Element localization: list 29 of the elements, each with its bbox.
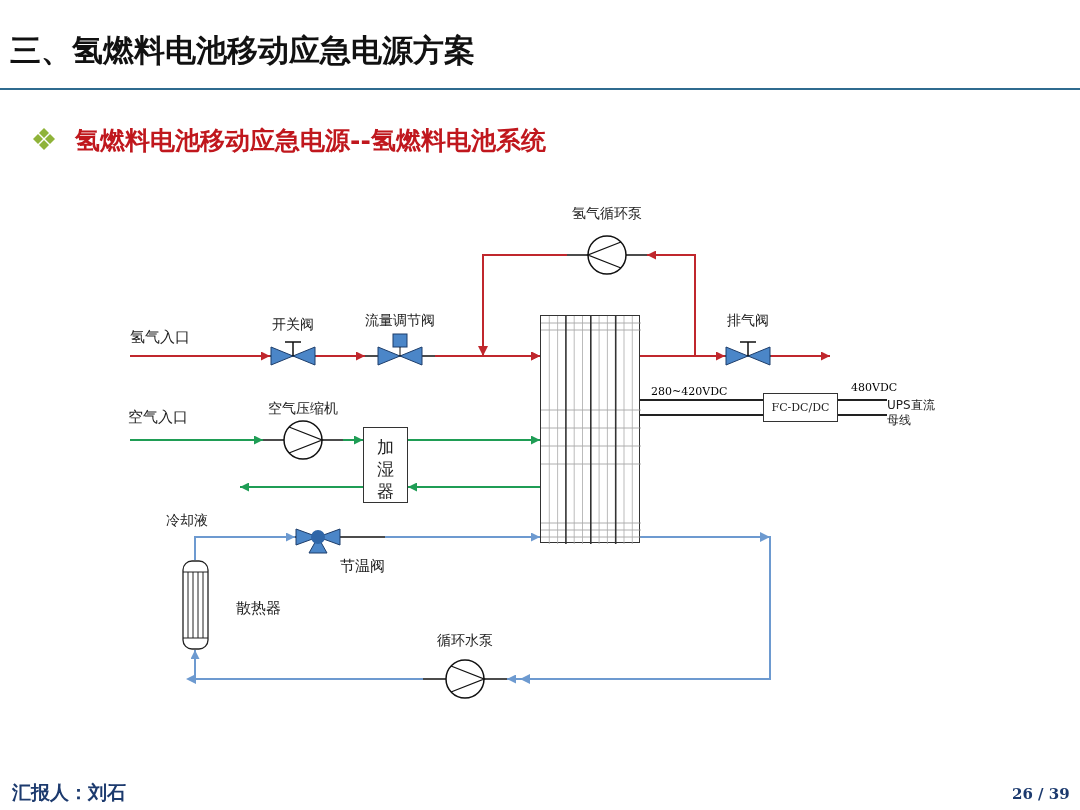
fuel-cell-stack bbox=[540, 315, 640, 543]
arrow bbox=[506, 532, 771, 684]
subtitle: 氢燃料电池移动应急电源--氢燃料电池系统 bbox=[75, 125, 546, 157]
slide-title: 三、氢燃料电池移动应急电源方案 bbox=[10, 31, 475, 70]
edge-label: 480VDC bbox=[850, 382, 899, 394]
arrow bbox=[129, 351, 271, 361]
page-number: 26 / 39 bbox=[1012, 785, 1070, 803]
arrow bbox=[639, 250, 696, 357]
output-label: UPS直流母线 bbox=[887, 398, 939, 428]
arrow bbox=[478, 254, 568, 361]
arrow bbox=[342, 435, 364, 445]
arrow bbox=[407, 435, 541, 445]
connector-line bbox=[837, 399, 888, 416]
connector-line bbox=[639, 399, 764, 416]
arrow bbox=[407, 482, 541, 492]
arrow bbox=[384, 532, 541, 542]
inlet-label: 氢气入口 bbox=[130, 328, 190, 347]
presenter-label: 汇报人：刘石 bbox=[12, 780, 126, 805]
arrow bbox=[315, 351, 366, 361]
coolant-label: 冷却液 bbox=[166, 512, 208, 530]
inlet-label: 空气入口 bbox=[128, 408, 188, 427]
converter-box: FC-DC/DC bbox=[763, 393, 838, 422]
arrow bbox=[194, 532, 296, 561]
humidifier-box: 加湿器 bbox=[363, 427, 408, 503]
arrow bbox=[186, 649, 424, 684]
arrow bbox=[770, 351, 831, 361]
arrow bbox=[129, 435, 264, 445]
arrow bbox=[239, 482, 364, 492]
edge-label: 280~420VDC bbox=[650, 386, 729, 398]
